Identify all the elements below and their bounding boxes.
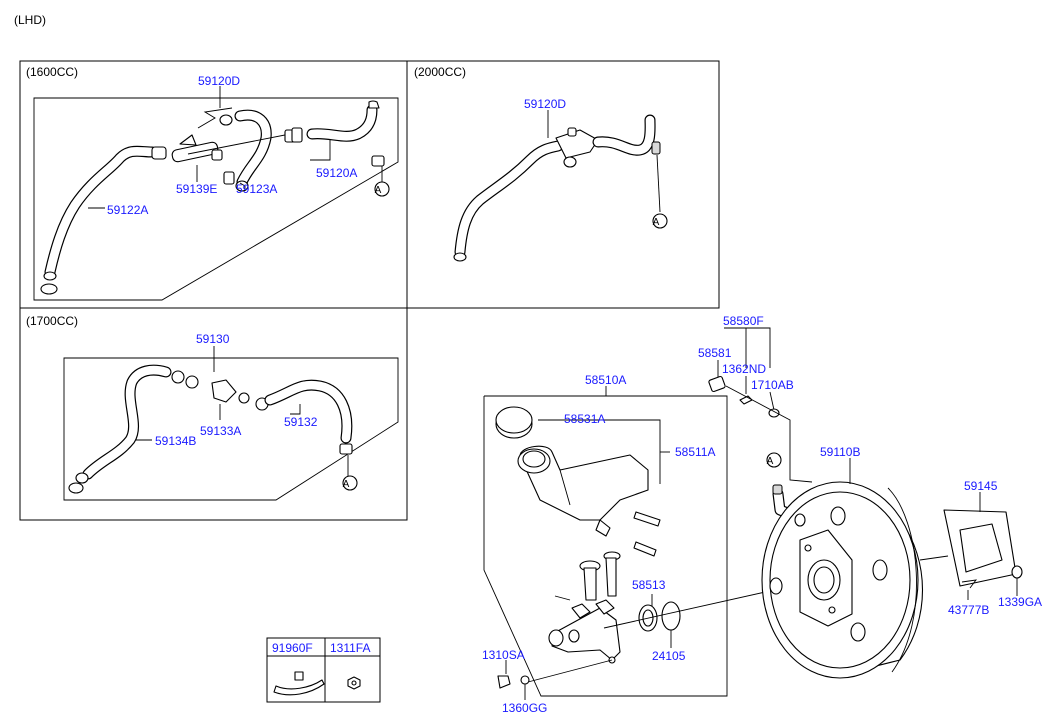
assembly-1700cc: [63, 346, 399, 501]
label-58581: 58581: [698, 346, 732, 360]
label-59145: 59145: [964, 479, 998, 493]
label-1710AB: 1710AB: [751, 378, 794, 392]
label-59122A: 59122A: [107, 203, 148, 217]
label-59130: 59130: [196, 332, 230, 346]
section-label-1600cc: (1600CC): [26, 65, 78, 79]
ref-marker-a-booster: A: [767, 456, 774, 467]
hardware-legend-table: [266, 637, 381, 703]
label-43777B: 43777B: [948, 603, 989, 617]
label-59133A: 59133A: [200, 424, 241, 438]
label-59120D-1600: 59120D: [198, 74, 240, 88]
ref-marker-a-1600: A: [375, 185, 382, 196]
label-59123A: 59123A: [236, 182, 277, 196]
section-frames: [19, 60, 720, 521]
label-58513: 58513: [632, 578, 666, 592]
label-58510A: 58510A: [585, 373, 626, 387]
ref-marker-a-1700: A: [343, 479, 350, 490]
label-59120D-2000: 59120D: [524, 97, 566, 111]
label-59120A: 59120A: [316, 166, 357, 180]
label-24105: 24105: [652, 649, 686, 663]
label-59134B: 59134B: [155, 434, 196, 448]
legend-col-91960F: 91960F: [272, 641, 313, 655]
label-1339GA: 1339GA: [998, 595, 1042, 609]
label-59132: 59132: [284, 415, 318, 429]
assembly-2000cc: [453, 110, 668, 262]
assembly-1600cc: [33, 86, 399, 301]
master-cylinder-assembly: [483, 386, 811, 700]
page-title: (LHD): [14, 13, 46, 27]
ref-marker-a-2000: A: [653, 217, 660, 228]
label-1362ND: 1362ND: [722, 362, 766, 376]
section-label-1700cc: (1700CC): [26, 314, 78, 328]
label-59139E: 59139E: [176, 182, 217, 196]
label-59110B: 59110B: [820, 445, 860, 459]
label-1360GG: 1360GG: [502, 701, 547, 715]
legend-col-1311FA: 1311FA: [330, 641, 370, 655]
label-1310SA: 1310SA: [482, 648, 525, 662]
section-label-2000cc: (2000CC): [414, 65, 466, 79]
label-58511A: 58511A: [675, 445, 715, 459]
brake-booster: [761, 458, 1023, 679]
label-58531A: 58531A: [564, 412, 605, 426]
label-58580F: 58580F: [723, 314, 764, 328]
